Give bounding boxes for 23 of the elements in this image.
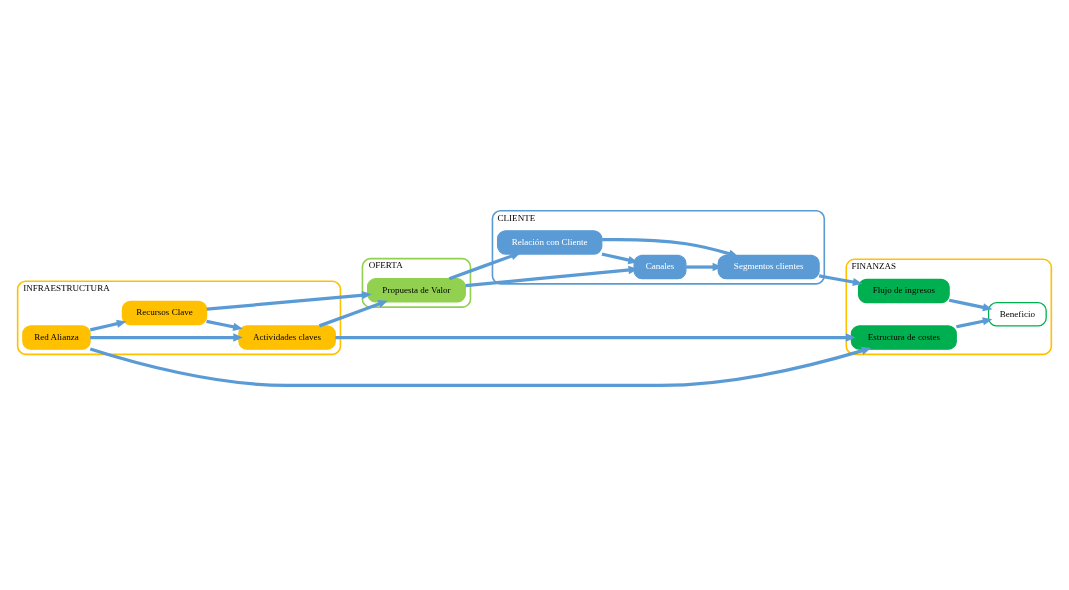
node-box: Flujo de ingresos	[857, 278, 950, 303]
node-box: Red Alianza	[22, 324, 91, 350]
arrow	[602, 237, 739, 258]
arrow	[948, 298, 993, 311]
node-box: Segmentos clientes	[717, 254, 820, 279]
node-box: Propuesta de Valor	[366, 277, 466, 303]
arrow	[601, 252, 638, 264]
node-box: Estructura de costes	[850, 324, 957, 350]
node-box: Beneficio	[987, 301, 1047, 327]
arrow	[206, 319, 243, 331]
node-box: Recursos Clave	[121, 300, 208, 325]
arrow	[318, 299, 388, 327]
arrow	[956, 316, 993, 328]
node-box: Relación con Cliente	[497, 229, 603, 255]
arrow	[89, 319, 127, 331]
arrow	[90, 332, 243, 342]
node-box: Actividades claves	[238, 324, 336, 350]
arrow	[335, 332, 856, 342]
node-box: Canales	[633, 254, 687, 279]
arrow	[818, 273, 863, 286]
arrow	[89, 346, 872, 387]
arrow	[206, 290, 372, 311]
arrow	[448, 251, 521, 280]
